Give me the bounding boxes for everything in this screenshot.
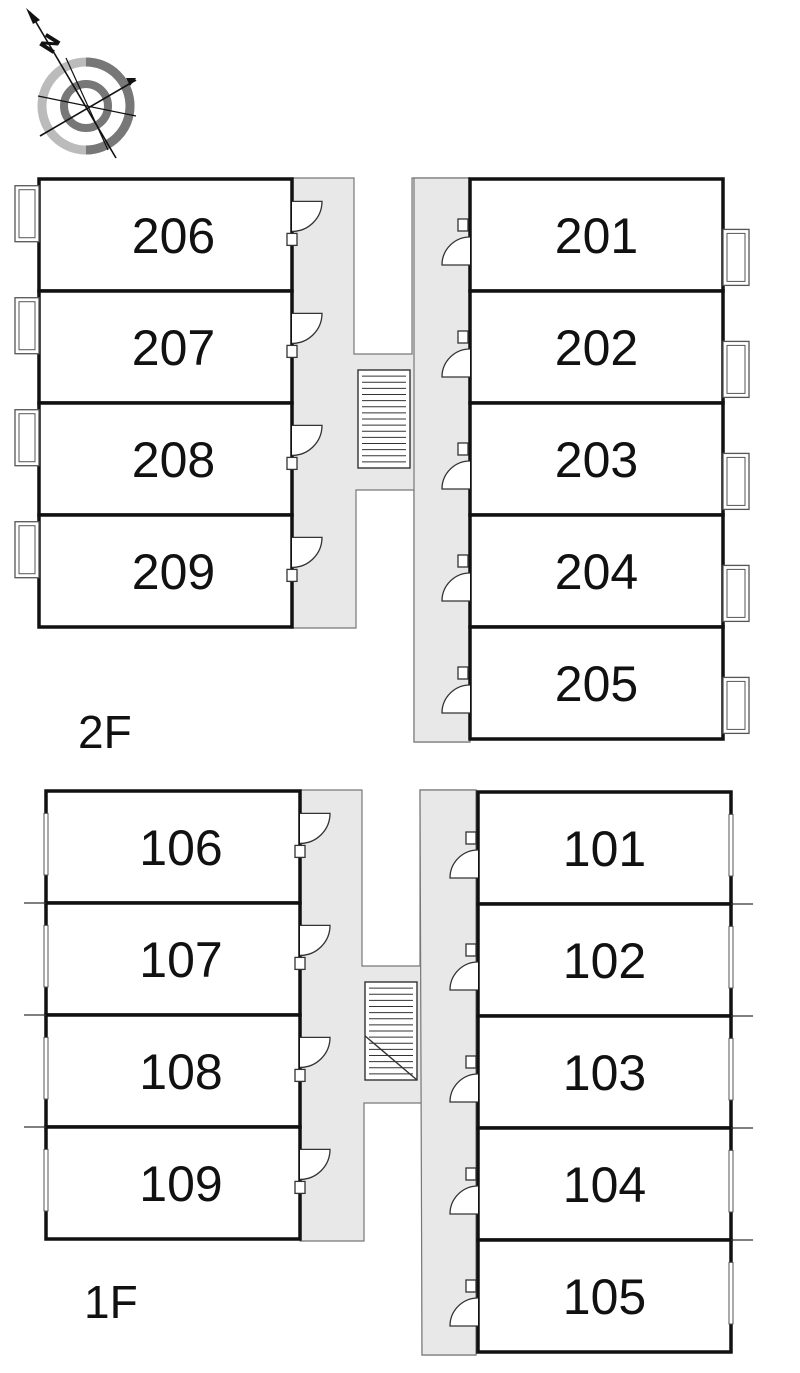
balcony <box>722 452 750 511</box>
unit-label: 207 <box>132 320 215 376</box>
unit-108[interactable]: 108 <box>24 1013 331 1129</box>
balcony <box>722 564 750 623</box>
door-icon <box>441 554 471 602</box>
door-icon <box>441 442 471 490</box>
balcony <box>43 812 49 876</box>
balcony <box>722 676 750 735</box>
balcony <box>728 1015 753 1101</box>
unit-label: 208 <box>132 432 215 488</box>
floor-1f: 106 107 108 109 101 102 103 104 105 <box>24 789 753 1356</box>
balcony <box>728 903 753 989</box>
unit-103[interactable]: 103 <box>449 1014 753 1130</box>
door-icon <box>449 1167 479 1215</box>
unit-208[interactable]: 208 <box>14 401 323 517</box>
balcony <box>14 185 40 243</box>
unit-202[interactable]: 202 <box>441 289 750 405</box>
balcony <box>722 228 750 287</box>
unit-label: 203 <box>555 432 638 488</box>
balcony <box>728 1239 753 1325</box>
balcony <box>14 521 40 579</box>
unit-label: 105 <box>563 1269 646 1325</box>
unit-101[interactable]: 101 <box>449 790 734 906</box>
floor-label-2f: 2F <box>78 706 132 758</box>
balcony <box>14 409 40 467</box>
door-icon <box>441 330 471 378</box>
unit-201[interactable]: 201 <box>441 177 750 293</box>
unit-label: 106 <box>139 820 222 876</box>
unit-107[interactable]: 107 <box>24 901 331 1017</box>
door-icon <box>294 1148 331 1195</box>
unit-203[interactable]: 203 <box>441 401 750 517</box>
door-icon <box>286 536 323 583</box>
2f-staircase <box>357 369 411 469</box>
unit-104[interactable]: 104 <box>449 1126 753 1242</box>
floor-2f: 206 207 208 209 201 202 203 204 205 <box>14 177 750 743</box>
unit-206[interactable]: 206 <box>14 177 323 293</box>
door-icon <box>286 312 323 359</box>
1f-staircase <box>364 981 418 1081</box>
unit-label: 109 <box>139 1156 222 1212</box>
unit-102[interactable]: 102 <box>449 902 753 1018</box>
unit-label: 209 <box>132 544 215 600</box>
unit-106[interactable]: 106 <box>43 789 331 905</box>
unit-109[interactable]: 109 <box>24 1125 331 1241</box>
door-icon <box>449 1279 479 1327</box>
unit-205[interactable]: 205 <box>441 625 750 741</box>
door-icon <box>441 218 471 266</box>
unit-label: 104 <box>563 1157 646 1213</box>
door-icon <box>449 1055 479 1103</box>
balcony <box>14 297 40 355</box>
door-icon <box>286 424 323 471</box>
door-icon <box>441 666 471 714</box>
balcony <box>24 1126 49 1212</box>
balcony <box>24 902 49 988</box>
door-icon <box>294 924 331 971</box>
unit-209[interactable]: 209 <box>14 513 323 629</box>
balcony <box>24 1014 49 1100</box>
balcony <box>728 1127 753 1213</box>
door-icon <box>286 200 323 247</box>
unit-label: 204 <box>555 544 638 600</box>
door-icon <box>449 831 479 879</box>
unit-label: 101 <box>563 821 646 877</box>
compass-north-label: N <box>36 30 67 59</box>
unit-105[interactable]: 105 <box>449 1238 753 1354</box>
door-icon <box>294 1036 331 1083</box>
unit-207[interactable]: 207 <box>14 289 323 405</box>
unit-label: 201 <box>555 208 638 264</box>
floor-label-1f: 1F <box>84 1276 138 1328</box>
door-icon <box>449 943 479 991</box>
unit-label: 102 <box>563 933 646 989</box>
unit-label: 206 <box>132 208 215 264</box>
unit-204[interactable]: 204 <box>441 513 750 629</box>
door-icon <box>294 812 331 859</box>
unit-label: 103 <box>563 1045 646 1101</box>
unit-label: 205 <box>555 656 638 712</box>
unit-label: 107 <box>139 932 222 988</box>
balcony <box>722 340 750 399</box>
compass-rose-icon: N <box>26 8 137 159</box>
unit-label: 202 <box>555 320 638 376</box>
unit-label: 108 <box>139 1044 222 1100</box>
balcony <box>728 813 734 877</box>
